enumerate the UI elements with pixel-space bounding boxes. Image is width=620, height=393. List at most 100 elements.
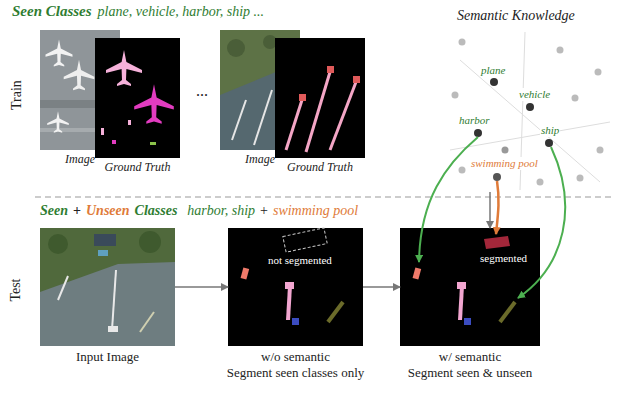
ellipsis: ...: [196, 82, 208, 100]
train-test-divider: [35, 197, 615, 198]
result-with-semantic-part: [484, 236, 510, 249]
test-input-image-part: [58, 276, 68, 300]
status-note: segmented: [480, 252, 527, 265]
result-without-semantic-part: [228, 228, 363, 346]
node-caption: Semantic Knowledge: [455, 8, 577, 24]
section-heading: Unseen: [86, 203, 130, 219]
result-with-semantic-part: [460, 286, 462, 320]
semantic-space-scatter-part: [490, 78, 498, 86]
train-image-harbor-part: [232, 100, 246, 140]
semantic-space-scatter-part: [502, 147, 509, 154]
result-caption: Segment seen classes only: [227, 366, 365, 381]
test-input-image-part: [94, 234, 116, 246]
knowledge-transfer-arrows-part: [518, 147, 565, 298]
train-image-airport-part: [47, 111, 69, 133]
phase-label: Train: [9, 80, 25, 110]
result-panel: not segmentedw/o semanticSegment seen cl…: [228, 228, 363, 346]
test-input-image-part: [108, 326, 118, 332]
section-heading: Seen: [40, 203, 68, 219]
test-input-image-part: [139, 231, 161, 253]
train-ground-truth-harbor-part: [330, 82, 356, 150]
semantic-space-scatter-part: [545, 139, 553, 147]
semantic-space-scatter-part: [557, 47, 564, 54]
train-image-airport-part: [64, 60, 95, 91]
test-input-image-part: [40, 228, 175, 346]
semantic-space-scatter-part: [459, 167, 466, 174]
class-point-label: vehicle: [518, 88, 551, 101]
result-with-semantic-part: [464, 318, 471, 325]
result-panel: segmentedw/ semanticSegment seen & unsee…: [400, 228, 540, 346]
semantic-space-scatter-part: [452, 92, 459, 99]
semantic-space-scatter-part: [597, 147, 604, 154]
semantic-space-scatter-part: [572, 95, 579, 102]
result-with-semantic-part: [500, 302, 515, 322]
train-image-harbor-part: [254, 90, 272, 145]
semantic-space-scatter-part: [577, 175, 584, 182]
train-ground-truth-planes-part: [134, 84, 174, 124]
class-point-label: ship: [540, 124, 560, 137]
train-ground-truth-harbor-part: [286, 100, 302, 150]
test-input-image-part: [48, 234, 68, 254]
header-row: Seen Classes plane, vehicle, harbor, ship…: [12, 3, 264, 20]
semantic-space-scatter: [450, 32, 610, 190]
result-with-semantic-part: [400, 228, 540, 346]
test-input-image-part: [40, 262, 175, 346]
train-ground-truth-harbor-part: [275, 38, 365, 158]
semantic-space-scatter-part: [459, 39, 466, 46]
train-image: Image: [220, 30, 300, 150]
test-input-image-part: [112, 270, 116, 330]
section-heading: Seen Classes: [12, 3, 92, 20]
result-caption: w/ semantic: [439, 350, 501, 365]
knowledge-transfer-arrows-part: [419, 137, 478, 262]
flow-arrow: [175, 286, 228, 288]
train-image: Image: [40, 30, 120, 150]
train-ground-truth-planes-part: [128, 120, 131, 125]
node-caption: Image: [65, 153, 95, 167]
train-image-harbor-part: [263, 35, 277, 49]
train-ground-truth-harbor-part: [299, 94, 306, 101]
train-ground-truth-planes: [95, 38, 180, 158]
input-image: Input Image: [40, 228, 175, 346]
train-ground-truth-harbor-part: [353, 76, 360, 83]
result-without-semantic-part: [283, 228, 327, 252]
node-caption: Ground Truth: [105, 161, 171, 175]
class-list: harbor, ship: [187, 203, 255, 219]
class-point-label: harbor: [458, 114, 491, 127]
class-point-label: swimming pool: [470, 157, 539, 170]
header-row: Seen + Unseen Classes harbor, ship + swimming …: [40, 203, 358, 219]
train-ground-truth-planes-part: [112, 140, 116, 144]
test-input-image-part: [98, 250, 108, 256]
result-caption: Segment seen & unseen: [408, 366, 533, 381]
flow-arrow: [363, 286, 400, 288]
result-without-semantic-part: [288, 286, 290, 320]
class-list: swimming pool: [273, 203, 358, 219]
train-ground-truth-planes-part: [150, 142, 156, 145]
result-with-semantic: [400, 228, 540, 346]
result-without-semantic: [228, 228, 363, 346]
result-without-semantic-part: [328, 302, 343, 322]
node-caption: Input Image: [76, 350, 139, 365]
train-ground-truth-harbor-part: [306, 72, 330, 152]
test-input-image-part: [140, 312, 154, 332]
node-caption: Ground Truth: [287, 161, 353, 175]
result-caption: w/o semantic: [261, 350, 330, 365]
plus-sign: +: [260, 203, 268, 219]
test-input-image: [40, 228, 175, 346]
result-without-semantic-part: [285, 282, 294, 289]
plus-sign: +: [73, 203, 81, 219]
class-list: plane, vehicle, harbor, ship ...: [98, 4, 264, 20]
train-image-harbor-part: [227, 39, 245, 57]
section-heading: Classes: [135, 203, 178, 219]
semantic-space-scatter-part: [537, 179, 544, 186]
train-ground-truth-planes-part: [106, 50, 142, 86]
node-caption: Image: [245, 153, 275, 167]
result-without-semantic-part: [292, 318, 299, 325]
train-image-airport-part: [46, 40, 73, 67]
phase-label: Test: [8, 278, 24, 301]
semantic-space-scatter-part: [493, 173, 501, 181]
flow-arrow: [489, 192, 491, 228]
ground-truth-panel: Ground Truth: [95, 38, 180, 158]
semantic-space-scatter-part: [595, 69, 602, 76]
